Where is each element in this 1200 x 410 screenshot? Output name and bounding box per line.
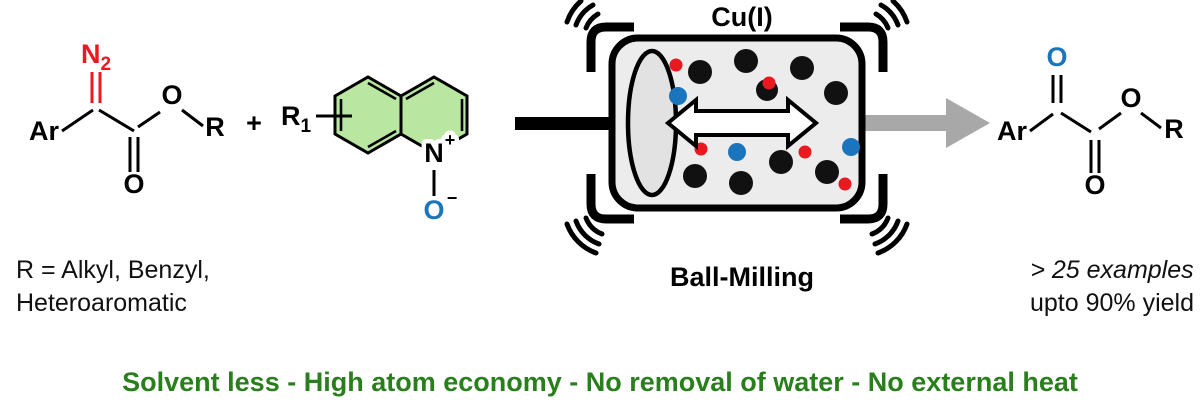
black-ball [688,60,712,84]
aromatic-double-bond [367,129,397,149]
examples-note: > 25 examples [1030,256,1193,284]
milling-balls [669,49,860,195]
red-ball [762,76,776,90]
pyridine-ring [399,75,469,155]
highlights-footer: Solvent less - High atom economy - No re… [122,367,1078,397]
vibration-arc [890,0,910,25]
vibration-arc [583,11,601,31]
red-ball [838,177,852,191]
product-structure: Ar O O O R [997,42,1184,200]
vibration-arc [872,218,901,247]
diazo-ester-structure: Ar N2 O O R [29,39,225,199]
aromatic-double-bond [405,81,435,101]
bracket-bottom-left [586,174,634,224]
keto-o-label: O [1046,42,1067,72]
ball-milling-label: Ball-Milling [670,262,814,292]
bond [98,108,135,133]
bond [181,108,204,128]
bond [137,110,161,129]
reaction-arrow-in [515,117,618,130]
carbonyl-o-label: O [123,169,144,199]
carbonyl-o-label: O [1084,170,1105,200]
vibration-marks [564,0,910,256]
vibration-arc [875,221,910,256]
vibration-arc [573,218,602,247]
black-ball [815,160,839,184]
ring-nitrogen-label: N [424,138,444,168]
black-ball [790,56,814,80]
r-definition-line2: Heteroaromatic [16,289,187,317]
shaking-double-arrow [664,95,820,151]
black-ball [729,171,753,195]
aromatic-double-bond [367,81,397,101]
black-ball [683,164,707,188]
yield-note: upto 90% yield [1030,289,1194,317]
ball-mill-assembly: Cu(I) Ball-Milling [515,0,990,292]
arrow-shaft [858,115,948,131]
red-ball [669,58,683,72]
red-ball [798,145,812,159]
vibration-arc [873,11,891,31]
clamp-brackets [586,22,888,224]
ar-label: Ar [997,116,1027,146]
vibration-arc [564,221,599,256]
ester-o-label: O [161,80,182,110]
bond [61,108,94,133]
vibration-arc [573,2,596,28]
r-label: R [205,112,225,142]
o-minus-charge: − [447,188,458,208]
bracket-bottom-right [840,174,888,224]
oxide-o-label: O [423,195,444,225]
bond [1140,111,1162,130]
bond [1060,111,1092,134]
blue-ball [842,138,860,156]
blue-ball [728,143,746,161]
plus-sign: + [246,108,262,138]
vibration-arc [564,0,584,25]
ar-label: Ar [29,116,59,146]
black-ball [769,150,793,174]
vibration-arc [583,215,605,237]
bracket-top-left [586,22,634,72]
bracket-top-right [840,22,888,72]
r-label: R [1164,114,1184,144]
blue-ball [669,87,687,105]
vibration-arc [869,215,891,237]
bond [1029,112,1054,133]
ester-o-label: O [1120,83,1141,113]
r1-label: R1 [281,101,312,137]
bond [1098,111,1122,131]
arrow-head [946,98,990,148]
n-plus-charge: + [445,130,456,150]
vibration-arc [878,2,901,28]
catalyst-label: Cu(I) [711,2,772,32]
black-ball [734,49,758,73]
reaction-arrow-out [858,98,990,148]
black-ball [824,81,848,105]
r-definition-line1: R = Alkyl, Benzyl, [16,256,210,284]
quinoline-n-oxide-structure: R1 N + O − [281,75,469,225]
n2-label: N2 [81,39,111,75]
